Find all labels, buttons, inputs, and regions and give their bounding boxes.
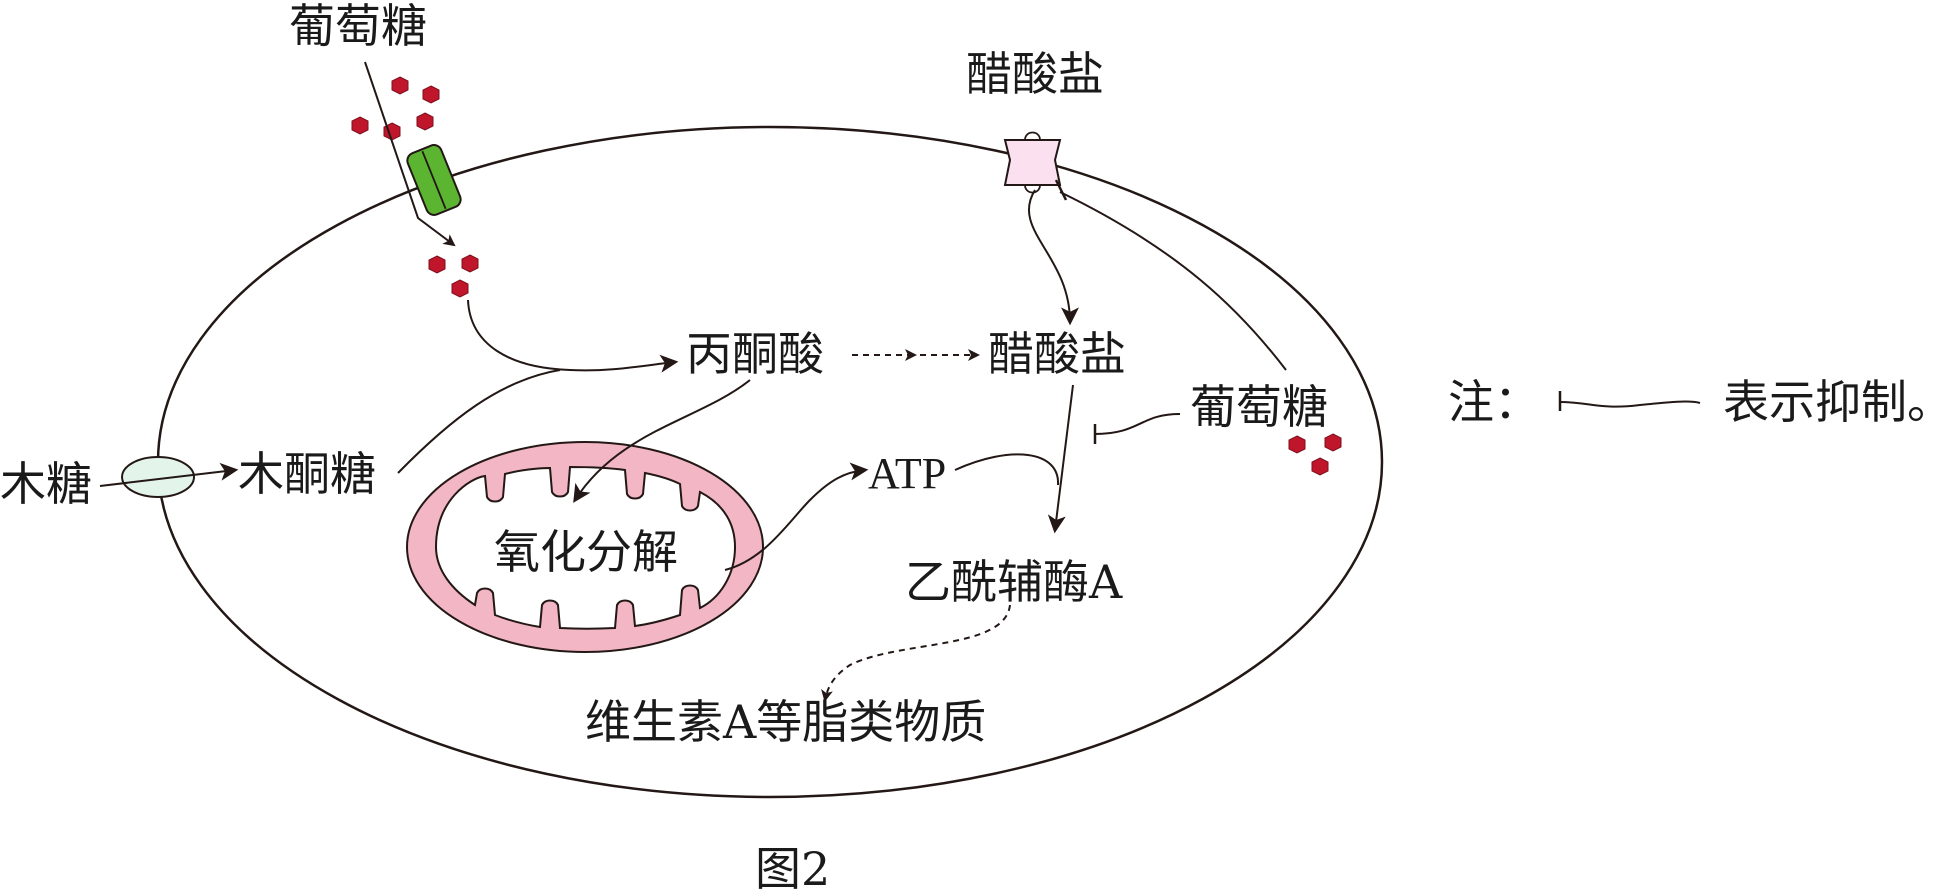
glucose-molecule-icon [422,85,440,104]
xylulose-label: 木酮糖 [238,447,376,501]
glucose-molecule-icon [428,255,446,274]
glucose-molecule-icon [391,76,409,95]
glucose-molecule-icon [451,279,469,298]
xylose-uptake-arrow [99,462,239,487]
glucose-molecules-right [1288,433,1342,476]
atp-label: ATP [868,449,946,498]
lipids-label: 维生素A等脂类物质 [585,695,986,749]
acetyl-coa-label: 乙酰辅酶A [905,555,1123,609]
legend-prefix: 注： [1448,375,1540,429]
figure-caption: 图2 [755,842,830,893]
glucose-transporter [406,144,462,216]
glucose-molecule-icon [1288,435,1306,454]
glucose-uptake-arrow [364,61,456,247]
legend-text: 表示抑制。 [1723,375,1953,429]
xylulose-to-pyruvate-line [397,369,561,474]
acetate-transporter [1003,131,1062,194]
glucose-molecule-icon [416,112,434,131]
acetate-inside-label: 醋酸盐 [988,327,1126,381]
glucose-inhibition-of-acetylcoa [1094,413,1181,435]
acetate-uptake-arrow [1028,189,1079,326]
glucose-molecule-icon [1311,457,1329,476]
glucose-molecules-outside [351,76,440,141]
glucose-molecule-icon [351,116,369,135]
acetate-outside-label: 醋酸盐 [966,47,1104,101]
glucose-inside-label: 葡萄糖 [1190,380,1328,434]
xylose-label: 木糖 [0,457,92,511]
acetylcoa-to-lipids-arrow [821,604,1011,702]
xylose-transporter [121,456,195,498]
oxidation-to-atp-arrow [724,462,869,571]
oxidative-decomposition-label: 氧化分解 [494,525,678,579]
glucose-inhibition-of-acetate-transport [1059,191,1287,371]
pyruvate-to-oxidation-arrow [573,379,751,503]
glucose-molecule-icon [461,254,479,273]
atp-to-acetylcoa-line [954,453,1060,486]
glucose-outside-label: 葡萄糖 [289,0,427,53]
glucose-molecule-icon [1324,433,1342,452]
mitochondrion [406,441,764,653]
acetate-to-acetylcoa-arrow [1047,384,1074,534]
mitochondrion-inner-membrane [434,465,737,630]
glucose-molecules-inside [428,254,479,298]
pyruvate-label: 丙酮酸 [686,327,824,381]
glucose-to-pyruvate-arrow [467,299,679,373]
inhibition-bar-icon [1054,179,1068,201]
legend-inhibition-symbol [1559,400,1701,408]
